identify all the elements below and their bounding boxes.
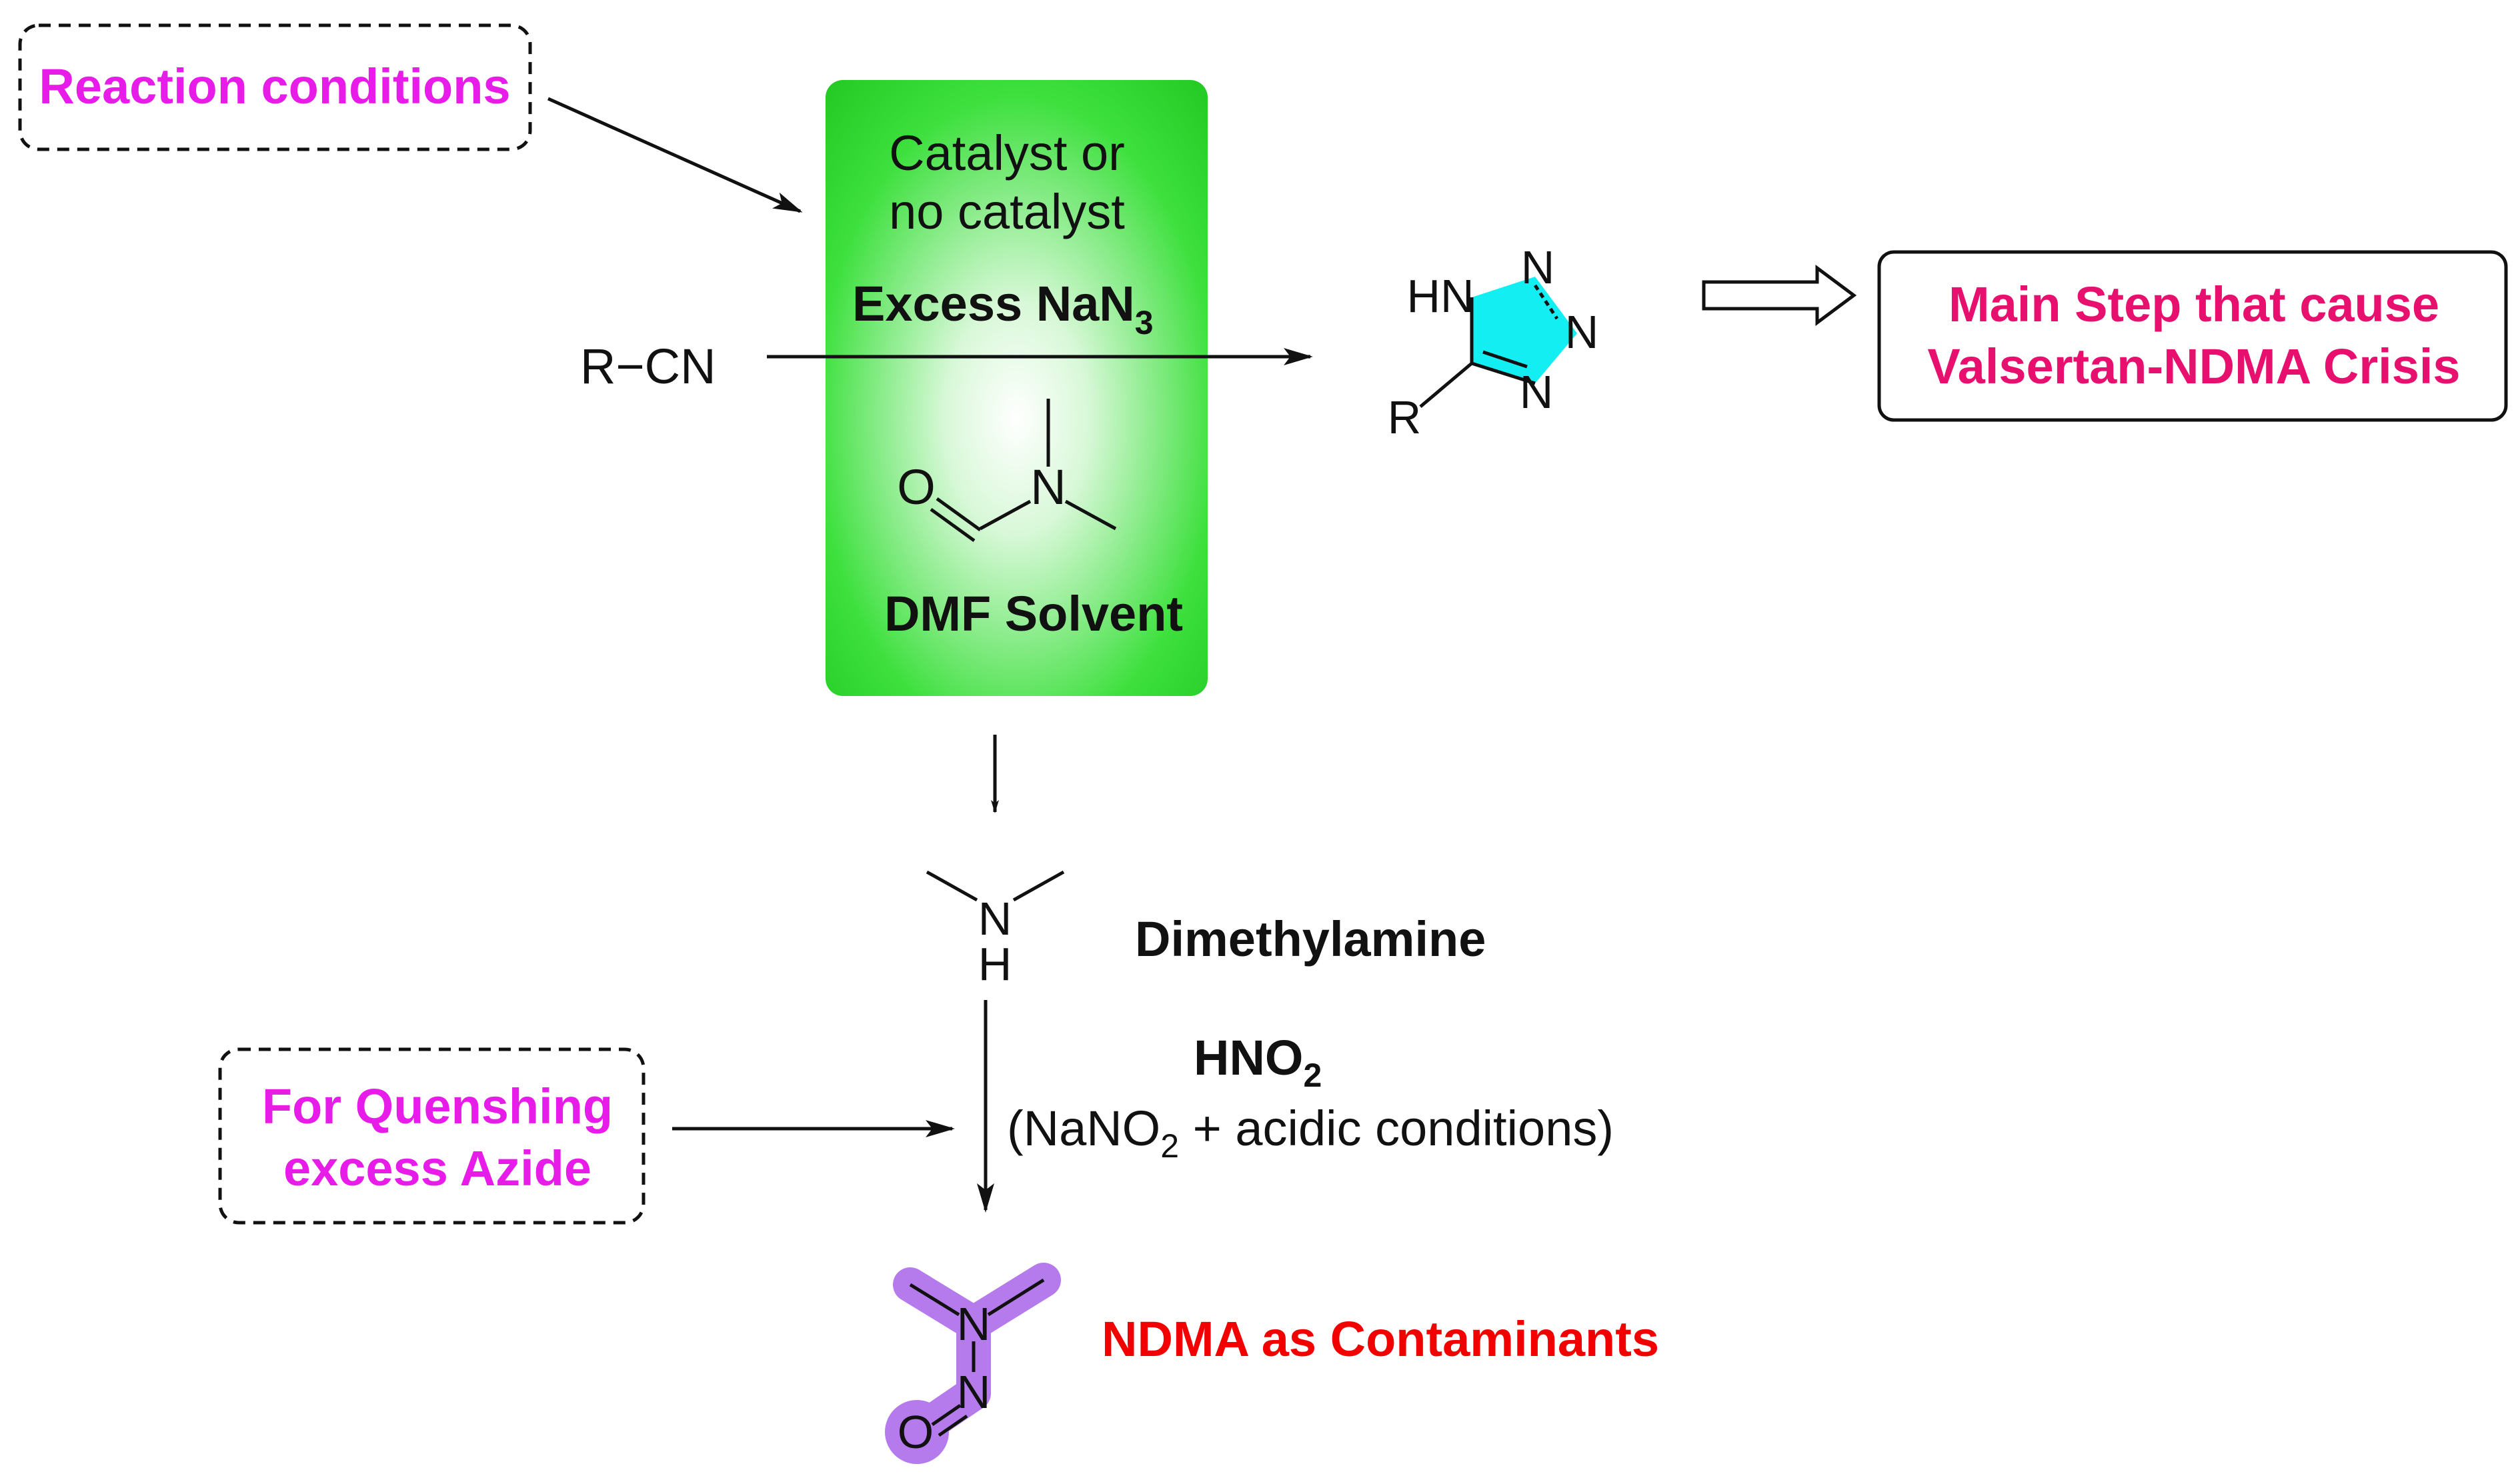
ndma-label: NDMA as Contaminants bbox=[1102, 1311, 1659, 1367]
tetrazole-r: R bbox=[1388, 391, 1422, 443]
tetrazole-n-top: N bbox=[1521, 241, 1555, 293]
dmf-oxygen: O bbox=[897, 459, 936, 515]
main-step-box: Main Step that cause Valsertan-NDMA Cris… bbox=[1877, 250, 2508, 422]
tetrazole-structure: HN N N N R bbox=[1388, 241, 1599, 443]
dmf-solvent-label: DMF Solvent bbox=[884, 586, 1183, 641]
dimethylamine-h: H bbox=[978, 938, 1012, 990]
catalyst-line-1: Catalyst or bbox=[889, 125, 1125, 181]
catalyst-line-2: no catalyst bbox=[889, 184, 1125, 239]
reaction-conditions-label: Reaction conditions bbox=[39, 59, 510, 114]
dmf-nitrogen: N bbox=[1030, 459, 1066, 515]
ndma-structure: N N O bbox=[885, 1263, 1061, 1464]
ndma-n-amine: N bbox=[957, 1298, 991, 1350]
dimethylamine-n: N bbox=[978, 893, 1012, 945]
dimethylamine-label: Dimethylamine bbox=[1135, 911, 1486, 967]
quench-line-1: For Quenshing bbox=[262, 1079, 613, 1134]
tetrazole-n-bottom: N bbox=[1520, 366, 1554, 418]
tetrazole-hn: HN bbox=[1406, 270, 1474, 322]
implication-arrow bbox=[1702, 265, 1857, 326]
hno2-label: HNO2 bbox=[1194, 1030, 1322, 1094]
reactant-label: R−CN bbox=[580, 339, 716, 394]
reagent-box: Catalyst or no catalyst Excess NaN3 O N … bbox=[826, 80, 1208, 696]
reaction-conditions-arrow bbox=[547, 97, 803, 213]
quench-line-2: excess Azide bbox=[283, 1141, 591, 1196]
dmf-structure: O N bbox=[897, 399, 1117, 543]
dimethylamine-structure: N H bbox=[926, 870, 1065, 990]
main-step-line-1: Main Step that cause bbox=[1949, 277, 2439, 332]
ndma-n-nitroso: N bbox=[957, 1366, 991, 1418]
excess-nan3-label: Excess NaN3 bbox=[852, 276, 1154, 341]
reaction-conditions-box: Reaction conditions bbox=[18, 23, 532, 151]
quench-box: For Quenshing excess Azide bbox=[218, 1047, 646, 1225]
hno2-conditions: (NaNO2 + acidic conditions) bbox=[1007, 1101, 1614, 1165]
ndma-oxygen: O bbox=[898, 1406, 934, 1458]
main-step-line-2: Valsertan-NDMA Crisis bbox=[1927, 339, 2460, 394]
tetrazole-n-right: N bbox=[1565, 306, 1599, 358]
